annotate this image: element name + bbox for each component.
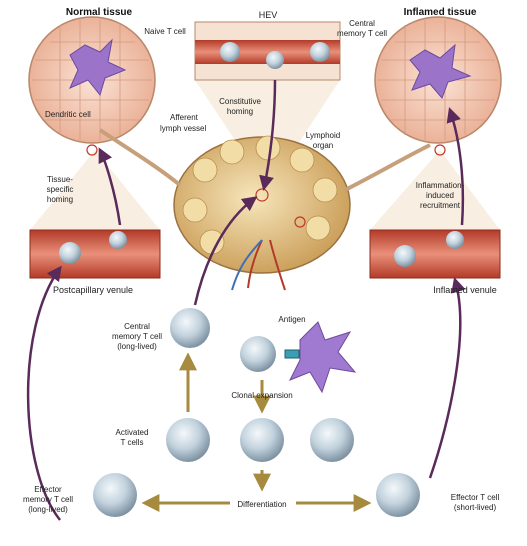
node-site-marker [294,216,306,228]
effector-t-cell-label-1: Effector T cell [451,493,500,502]
inflamed-venule-panel [369,229,501,279]
effector-t-cell [376,473,420,517]
central-memory-long-lived-label-1: Central [124,322,150,331]
activated-t-cell-1 [166,418,210,462]
naive-t-cell-icon [220,42,240,62]
lymph-node [173,135,351,291]
inflammation-recruitment-label-2: induced [426,191,454,200]
antigen-label: Antigen [278,315,305,324]
normal-tissue-title: Normal tissue [66,7,133,18]
lymphoid-organ-label-1: Lymphoid [306,131,340,140]
central-memory-top-label-1: Central [349,19,375,28]
tissue-specific-homing-label-3: homing [47,195,73,204]
effector-t-cell-label-2: (short-lived) [454,503,497,512]
inflamed-venule-t-cell-icon [394,245,416,267]
inflamed-tissue-panel [374,16,502,144]
recruited-t-cell-icon [446,231,464,249]
arrow-central-memory-homing [193,196,258,306]
arrow-constitutive-homing [259,79,277,191]
normal-tissue-panel [28,16,156,144]
hev-panel [194,21,341,81]
effector-memory-t-cell [93,473,137,517]
central-memory-long-lived-cell [170,308,210,348]
tissue-site-marker-left [86,144,98,156]
activated-t-cell-3 [310,418,354,462]
central-memory-top-label-2: memory T cell [337,29,387,38]
tissue-specific-homing-label-2: specific [47,185,74,194]
homing-t-cell-icon [109,231,127,249]
central-memory-long-lived-label-3: (long-lived) [117,342,157,351]
arrow-tissue-specific-homing [98,147,122,226]
dendritic-cell-label: Dendritic cell [45,110,91,119]
inflammation-recruitment-label-3: recruitment [420,201,461,210]
effector-memory-label-1: Effector [34,485,62,494]
tissue-site-marker-right [434,144,446,156]
normal-tissue-cone [30,150,160,230]
inflamed-tissue-cone [370,150,500,230]
inflamed-venule-label: Inflamed venule [433,285,497,295]
activated-t-cells-label-1: Activated [116,428,149,437]
naive-t-cell-label: Naive T cell [144,27,186,36]
hev-cone [195,80,340,190]
afferent-lymph-vessel-label-2: lymph vessel [160,124,206,133]
afferent-lymph-vessel-right [344,143,431,192]
antigen-presenting-dendritic-cell [288,321,357,394]
tissue-specific-homing-label-1: Tissue- [47,175,73,184]
effector-memory-label-2: memory T cell [23,495,73,504]
postcapillary-venule-panel [29,229,161,279]
postcapillary-venule-label: Postcapillary venule [53,285,133,295]
inflammation-recruitment-label-1: Inflammation- [416,181,465,190]
constitutive-homing-label-2: homing [227,107,253,116]
inflamed-tissue-title: Inflamed tissue [404,7,477,18]
central-memory-long-lived-label-2: memory T cell [112,332,162,341]
arrow-effector-to-inflamed-venule [428,277,466,479]
differentiation-label: Differentiation [237,500,286,509]
t-cells [93,308,420,517]
afferent-lymph-vessel-label-1: Afferent [170,113,199,122]
migrating-t-cell-icon [266,51,284,69]
central-memory-t-cell-icon [310,42,330,62]
dendritic-cell-inflamed [409,43,472,99]
clonal-expansion-label: Clonal expansion [231,391,292,400]
activated-t-cells-label-2: T cells [121,438,144,447]
arrow-effector-memory-to-venule [26,265,62,521]
antigen-icon [284,349,300,359]
activated-t-cell-2 [240,418,284,462]
naive-t-cell-antigen-contact [240,336,276,372]
dendritic-cell-normal [69,38,127,97]
arrow-inflammation-recruitment [446,107,465,226]
venule-t-cell-icon [59,242,81,264]
afferent-lymph-vessel-left [98,128,182,187]
constitutive-homing-label-1: Constitutive [219,97,261,106]
lymphoid-organ-label-2: organ [313,141,333,150]
effector-memory-label-3: (long-lived) [28,505,68,514]
hev-title: HEV [259,10,278,20]
